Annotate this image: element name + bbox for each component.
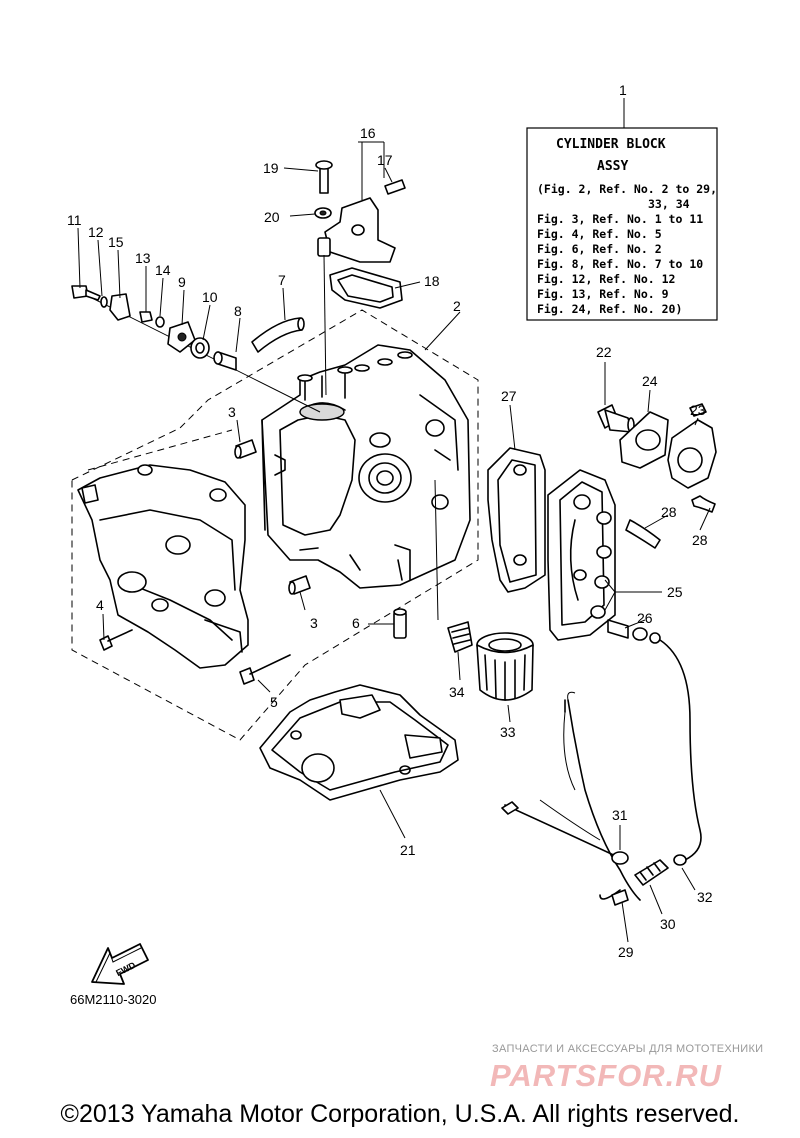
callout-4: 4	[96, 597, 104, 613]
callout-7: 7	[278, 272, 286, 288]
legend-line-8: Fig. 13, Ref. No. 9	[537, 287, 669, 301]
callout-19: 19	[263, 160, 279, 176]
anode	[393, 608, 407, 639]
callout-12: 12	[88, 224, 104, 240]
callout-11: 11	[67, 212, 82, 228]
legend-title-line1: CYLINDER BLOCK	[556, 137, 666, 152]
callout-29: 29	[618, 944, 634, 960]
legend-line-4: Fig. 4, Ref. No. 5	[537, 227, 662, 241]
head-bolts	[99, 629, 291, 685]
base-gasket	[259, 684, 459, 801]
watermark-logo: PARTSFOR.RU	[490, 1058, 723, 1093]
callout-24: 24	[642, 373, 658, 389]
legend-line-9: Fig. 24, Ref. No. 20)	[537, 302, 682, 316]
water-hose	[501, 639, 702, 906]
callout-31: 31	[612, 807, 628, 823]
dowel-pins	[234, 439, 311, 595]
leader-lines	[77, 141, 711, 943]
legend-line-6: Fig. 8, Ref. No. 7 to 10	[537, 257, 703, 271]
callout-10: 10	[202, 289, 218, 305]
callout-9: 9	[178, 274, 186, 290]
callout-21: 21	[400, 842, 416, 858]
document-code: 66M2110-3020	[70, 992, 157, 1007]
callout-34: 34	[449, 684, 465, 700]
oil-filter	[447, 621, 534, 701]
legend-line-5: Fig. 6, Ref. No. 2	[537, 242, 662, 256]
legend-box: 1 CYLINDER BLOCK ASSY (Fig. 2, Ref. No. …	[526, 82, 718, 321]
callout-1: 1	[619, 82, 627, 98]
callout-22: 22	[596, 344, 612, 360]
callout-18: 18	[424, 273, 440, 289]
exhaust-cover	[547, 469, 616, 641]
callout-28b: 28	[692, 532, 708, 548]
callout-25: 25	[667, 584, 683, 600]
callout-17: 17	[377, 152, 393, 168]
assembly-dashed-outline	[71, 309, 479, 741]
callout-14: 14	[155, 262, 171, 278]
exhaust-gasket	[487, 447, 546, 593]
thermostat-cover	[314, 160, 406, 396]
cylinder-block	[261, 344, 471, 589]
legend-line-1: (Fig. 2, Ref. No. 2 to 29,	[537, 182, 717, 196]
callout-33: 33	[500, 724, 516, 740]
copyright-notice: ©2013 Yamaha Motor Corporation, U.S.A. A…	[60, 1100, 740, 1128]
fwd-arrow-icon: FWD	[91, 943, 149, 985]
callout-numbers: 2 3 3 4 5 6 7 8 9 10 11 12 13 14 15 16 1…	[67, 125, 713, 960]
fitting-26	[607, 619, 661, 644]
callout-16: 16	[360, 125, 376, 141]
sensor-group	[597, 403, 717, 549]
callout-3b: 3	[310, 615, 318, 631]
callout-23: 23	[690, 402, 706, 418]
callout-8: 8	[234, 303, 242, 319]
callout-2: 2	[453, 298, 461, 314]
legend-line-7: Fig. 12, Ref. No. 12	[537, 272, 675, 286]
callout-27: 27	[501, 388, 517, 404]
callout-32: 32	[697, 889, 713, 905]
callout-26: 26	[637, 610, 653, 626]
callout-13: 13	[135, 250, 151, 266]
callout-20: 20	[264, 209, 280, 225]
callout-28a: 28	[661, 504, 677, 520]
hose	[251, 317, 305, 353]
callout-6: 6	[352, 615, 360, 631]
watermark-subtitle: ЗАПЧАСТИ И АКСЕССУАРЫ ДЛЯ МОТОТЕХНИКИ	[492, 1043, 764, 1055]
cylinder-head	[77, 464, 249, 669]
legend-line-3: Fig. 3, Ref. No. 1 to 11	[537, 212, 703, 226]
legend-line-2: 33, 34	[648, 197, 690, 211]
callout-3a: 3	[228, 404, 236, 420]
legend-title-line2: ASSY	[597, 159, 628, 174]
callout-5: 5	[270, 694, 278, 710]
callout-30: 30	[660, 916, 676, 932]
side-fasteners	[71, 285, 321, 413]
callout-15: 15	[108, 234, 124, 250]
